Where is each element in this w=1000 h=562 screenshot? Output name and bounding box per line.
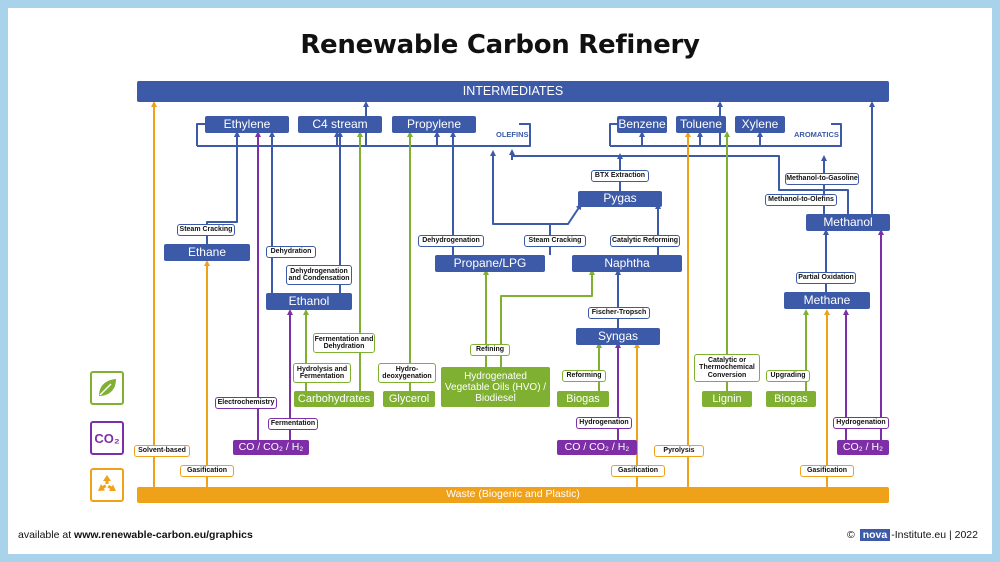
label-partial-oxidation: Partial Oxidation: [796, 272, 856, 284]
label-steam-cracking-mid: Steam Cracking: [524, 235, 586, 247]
label-catalytic-thermochemical: Catalytic or Thermochemical Conversion: [694, 354, 760, 382]
label-gasification-left: Gasification: [180, 465, 234, 477]
node-biogas-right: Biogas: [766, 391, 816, 407]
copyright-symbol: ©: [846, 529, 855, 541]
label-btx-extraction: BTX Extraction: [591, 170, 649, 182]
node-carbohydrates: Carbohydrates: [294, 391, 374, 407]
node-co-co2-h2-mid: CO / CO₂ / H₂: [557, 440, 637, 455]
label-pyrolysis: Pyrolysis: [654, 445, 704, 457]
label-dehydrogenation: Dehydrogenation: [418, 235, 484, 247]
leaf-icon: [90, 371, 124, 405]
group-olefins: OLEFINS: [496, 130, 529, 139]
label-fermentation: Fermentation: [268, 418, 318, 430]
node-ethane: Ethane: [164, 244, 250, 261]
waste-bar: Waste (Biogenic and Plastic): [137, 487, 889, 503]
node-co2-h2-right: CO₂ / H₂: [837, 440, 889, 455]
node-syngas: Syngas: [576, 328, 660, 345]
label-fischer-tropsch: Fischer-Tropsch: [588, 307, 650, 319]
node-c4-stream: C4 stream: [298, 116, 382, 133]
footer-source: available at www.renewable-carbon.eu/gra…: [18, 529, 253, 541]
label-hydrogenation-mid: Hydrogenation: [576, 417, 632, 429]
footer-copyright: © nova -Institute.eu | 2022: [847, 529, 978, 541]
label-catalytic-reforming: Catalytic Reforming: [610, 235, 680, 247]
group-aromatics: AROMATICS: [794, 130, 839, 139]
green-connectors: [303, 131, 809, 391]
label-hydrodeoxygenation: Hydro-deoxygenation: [378, 363, 436, 383]
label-hydrogenation-right: Hydrogenation: [833, 417, 889, 429]
node-pygas: Pygas: [578, 191, 662, 207]
node-lignin: Lignin: [702, 391, 752, 407]
label-dehydrogenation-condensation: Dehydrogenation and Condensation: [286, 265, 352, 285]
navy-connectors: [196, 101, 875, 328]
label-refining: Refining: [470, 344, 510, 356]
footer-url-link[interactable]: www.renewable-carbon.eu/graphics: [74, 529, 253, 541]
node-benzene: Benzene: [617, 116, 667, 133]
node-toluene: Toluene: [676, 116, 726, 133]
label-methanol-to-olefins: Methanol-to-Olefins: [765, 194, 837, 206]
label-gasification-right: Gasification: [800, 465, 854, 477]
label-reforming: Reforming: [562, 370, 606, 382]
node-ethylene: Ethylene: [205, 116, 289, 133]
node-biogas-mid: Biogas: [557, 391, 609, 407]
nova-logo: nova: [859, 529, 891, 541]
label-dehydration: Dehydration: [266, 246, 316, 258]
intermediates-bar: INTERMEDIATES: [137, 81, 889, 102]
node-propylene: Propylene: [392, 116, 476, 133]
node-naphtha: Naphtha: [572, 255, 682, 272]
footer-prefix: available at: [18, 529, 75, 541]
node-co-co2-h2-left: CO / CO₂ / H₂: [233, 440, 309, 455]
node-glycerol: Glycerol: [383, 391, 435, 407]
label-hydrolysis-fermentation: Hydrolysis and Fermentation: [293, 363, 351, 383]
node-methane: Methane: [784, 292, 870, 309]
node-hvo: Hydrogenated Vegetable Oils (HVO) / Biod…: [441, 367, 550, 407]
recycle-icon: [90, 468, 124, 502]
footer-brand-suffix: -Institute.eu | 2022: [891, 529, 978, 541]
node-ethanol: Ethanol: [266, 293, 352, 310]
label-fermentation-dehydration: Fermentation and Dehydration: [313, 333, 375, 353]
page-title: Renewable Carbon Refinery: [300, 30, 700, 60]
co2-icon-text: CO₂: [94, 430, 120, 446]
label-steam-cracking-left: Steam Cracking: [177, 224, 235, 236]
co2-icon: CO₂: [90, 421, 124, 455]
label-solvent-based: Solvent-based: [134, 445, 190, 457]
label-upgrading: Upgrading: [766, 370, 810, 382]
orange-connectors: [151, 101, 830, 487]
node-propane-lpg: Propane/LPG: [435, 255, 545, 272]
label-methanol-to-gasoline: Methanol-to-Gasoline: [785, 173, 859, 185]
label-electrochemistry: Electrochemistry: [215, 397, 277, 409]
label-gasification-mid: Gasification: [611, 465, 665, 477]
node-xylene: Xylene: [735, 116, 785, 133]
node-methanol: Methanol: [806, 214, 890, 231]
